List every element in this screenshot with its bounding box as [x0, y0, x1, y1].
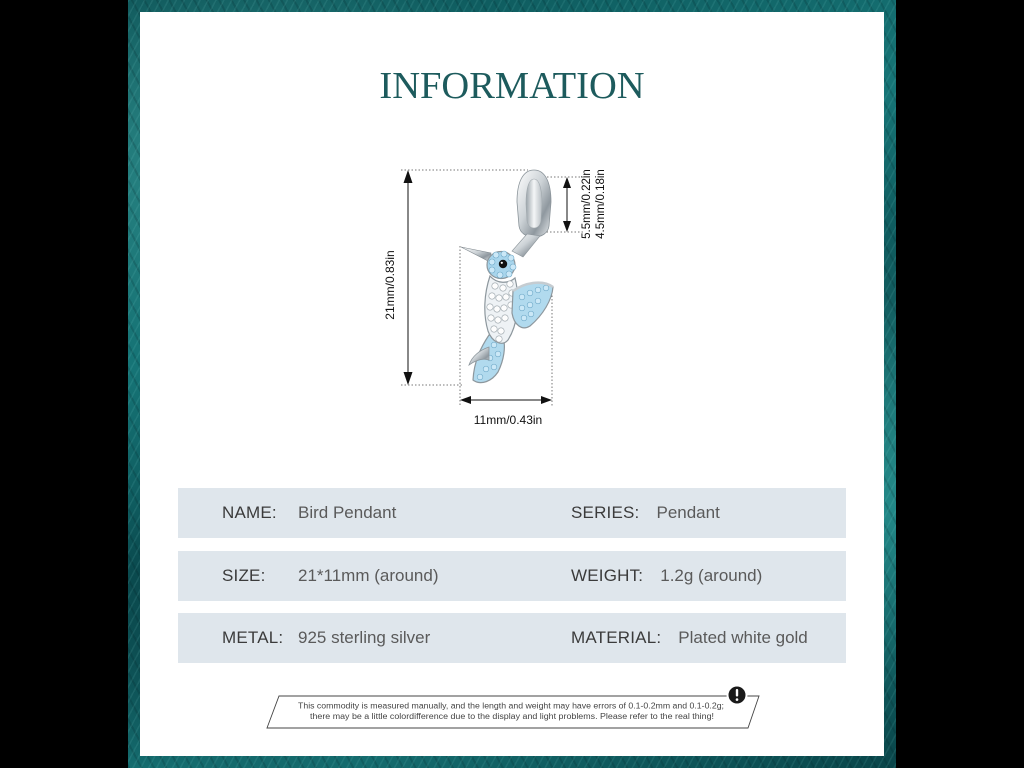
crystal-stone [482, 365, 490, 373]
tail-swoosh [468, 346, 490, 367]
crystal-stone [499, 284, 507, 292]
spec-value-size: 21*11mm (around) [298, 566, 439, 585]
arrowhead [541, 396, 552, 404]
crystal-stone [488, 266, 496, 274]
crystal-stone [491, 282, 499, 290]
crystal-stone [518, 293, 526, 301]
crystal-stone [534, 297, 542, 305]
crystal-stone [490, 341, 498, 349]
info-card: INFORMATION [140, 12, 884, 756]
disclaimer-line-1: This commodity is measured manually, and… [298, 702, 724, 711]
crystal-stone [492, 251, 500, 259]
spec-size: SIZE: 21*11mm (around) [222, 551, 552, 601]
spec-row: METAL: 925 sterling silver MATERIAL: Pla… [178, 613, 846, 663]
arrowhead [563, 177, 571, 188]
crystal-stone [509, 263, 517, 271]
bail-connector [511, 233, 541, 258]
bird-eye [498, 259, 508, 269]
crystal-stone [506, 280, 514, 288]
eye-stone [498, 259, 508, 269]
spec-value-metal: 925 sterling silver [298, 628, 431, 647]
disclaimer-border [266, 695, 760, 729]
bail-inner [525, 178, 543, 229]
dimension-diagram: 21mm/0.83in 5.5mm/0.22in 4.5mm/0.18in 11… [383, 169, 607, 427]
exclamation-icon [726, 684, 748, 706]
bail-outer-label: 5.5mm/0.22in [581, 169, 593, 239]
crystal-stone [495, 294, 503, 302]
spec-label-metal: METAL: [222, 628, 284, 647]
crystal-stone [496, 271, 504, 279]
exclamation-dot [735, 698, 739, 701]
arrowhead [563, 221, 571, 232]
crystal-stone [507, 254, 515, 262]
crystal-stone [527, 310, 535, 318]
crystal-stone [542, 284, 550, 292]
head-crystals [488, 250, 517, 279]
crystal-stone [500, 250, 508, 258]
crystal-stone [488, 258, 496, 266]
bail-dimension-arrow [563, 177, 571, 232]
spec-series: SERIES: Pendant [571, 488, 841, 538]
bail-loop [516, 169, 552, 238]
spec-material: MATERIAL: Plated white gold [571, 613, 841, 663]
crystal-stone [494, 316, 502, 324]
spec-weight: WEIGHT: 1.2g (around) [571, 551, 841, 601]
disclaimer-line-2: there may be a little colordifference du… [310, 712, 714, 721]
height-dimension-arrow [403, 170, 413, 385]
page-title: INFORMATION [379, 65, 645, 107]
spec-value-series: Pendant [656, 503, 720, 522]
spec-value-weight: 1.2g (around) [660, 566, 763, 585]
crystal-stone [487, 314, 495, 322]
spec-label-series: SERIES: [571, 503, 640, 522]
crystal-stone [494, 350, 502, 358]
height-label: 21mm/0.83in [383, 250, 397, 319]
crystal-stone [505, 270, 513, 278]
wing-edge [512, 281, 554, 293]
bird-beak [460, 246, 492, 263]
crystal-stone [488, 292, 496, 300]
crystal-stone [520, 314, 528, 322]
arrowhead [403, 372, 413, 385]
crystal-stone [486, 303, 494, 311]
spec-name: NAME: Bird Pendant [222, 488, 552, 538]
crystal-stone [490, 325, 498, 333]
width-dimension-arrow [460, 396, 552, 404]
arrowhead [460, 396, 471, 404]
crystal-stone [502, 293, 510, 301]
eye-highlight [500, 261, 503, 264]
spec-row: NAME: Bird Pendant SERIES: Pendant [178, 488, 846, 538]
width-label: 11mm/0.43in [474, 413, 542, 427]
spec-label-size: SIZE: [222, 566, 266, 585]
spec-label-weight: WEIGHT: [571, 566, 644, 585]
disclaimer-box: This commodity is measured manually, and… [266, 684, 760, 729]
crystal-stone [490, 363, 498, 371]
arrowhead [403, 170, 413, 183]
spec-metal: METAL: 925 sterling silver [222, 613, 552, 663]
crystal-stone [526, 301, 534, 309]
crystal-stone [501, 314, 509, 322]
crystal-stone [493, 305, 501, 313]
crystal-stone [534, 286, 542, 294]
spec-label-material: MATERIAL: [571, 628, 662, 647]
spec-row: SIZE: 21*11mm (around) WEIGHT: 1.2g (aro… [178, 551, 846, 601]
crystal-stone [495, 335, 503, 343]
spec-value-material: Plated white gold [678, 628, 808, 647]
crystal-stone [476, 373, 484, 381]
crystal-stone [497, 327, 505, 335]
bird-pendant-illustration [460, 169, 554, 384]
crystal-stone [500, 304, 508, 312]
wing-crystals [518, 284, 550, 322]
spec-value-name: Bird Pendant [298, 503, 397, 522]
crystal-stone [518, 304, 526, 312]
bail-inner-label: 4.5mm/0.18in [595, 169, 607, 239]
exclamation-bar [735, 689, 739, 697]
crystal-stone [526, 289, 534, 297]
spec-label-name: NAME: [222, 503, 277, 522]
